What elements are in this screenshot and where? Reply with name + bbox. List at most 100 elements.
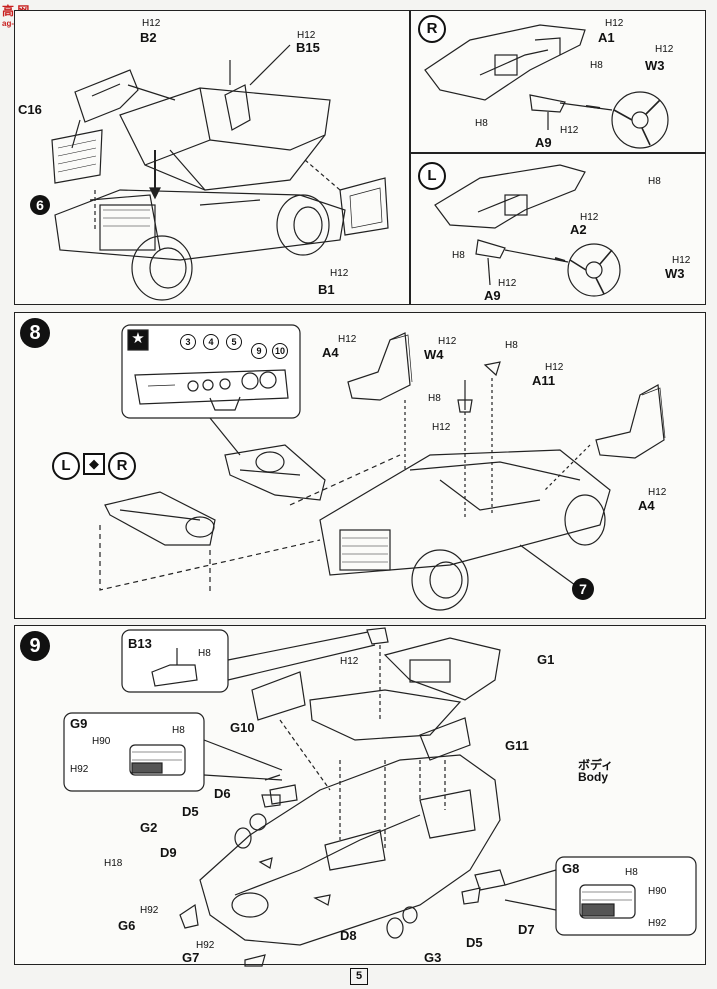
label-g6: G6 (118, 918, 136, 933)
seat-a4-left (347, 332, 411, 401)
label-a4-left: A4 (322, 345, 339, 360)
label-w3-l: W3 (665, 266, 685, 281)
chassis-step8 (319, 449, 611, 576)
step7-ref-circle: 7 (572, 578, 594, 600)
steering-wheel-w3-r (611, 91, 669, 149)
step8-number: 8 (20, 318, 50, 348)
paint-h12-a1: H12 (605, 18, 624, 29)
paint-h12-a11: H12 (545, 362, 564, 373)
paint-h8-a2: H8 (648, 176, 661, 187)
label-g2: G2 (140, 820, 158, 835)
part-g2 (234, 827, 252, 849)
paint-h8-b13: H8 (198, 648, 211, 659)
step9-number: 9 (20, 631, 50, 661)
star-badge (127, 329, 149, 351)
paint-h12-w4-b: H12 (432, 422, 451, 433)
part-g8 (474, 869, 506, 891)
label-d6: D6 (214, 786, 231, 801)
label-g7: G7 (182, 950, 200, 965)
part-d5-bottom (402, 906, 418, 924)
paint-h12-b1: H12 (330, 268, 349, 279)
star-glyph: ★ (131, 330, 145, 347)
label-g8: G8 (562, 861, 580, 876)
engine-block (99, 204, 156, 251)
step6-ref-circle: 6 (30, 195, 50, 215)
paint-h8-g8: H8 (625, 867, 638, 878)
paint-h12-mirror: H12 (340, 656, 359, 667)
part-g3 (386, 917, 404, 939)
dashboard-a2-l (434, 164, 586, 229)
label-g1: G1 (537, 652, 555, 667)
paint-h8-column-l: H8 (452, 250, 465, 261)
dashboard-a1-r (424, 24, 586, 101)
part-d6 (261, 794, 281, 808)
front-wheel-step8 (411, 549, 469, 611)
column-a9-r (529, 94, 566, 113)
gauge-5: 5 (226, 334, 242, 350)
front-wheel (131, 235, 193, 301)
panel-left-hand-drive (410, 153, 706, 305)
paint-h8-dash-r: H8 (475, 118, 488, 129)
label-d5-top: D5 (182, 804, 199, 819)
glass-g10 (251, 671, 306, 721)
radiator-c16 (51, 129, 103, 184)
label-body-en: Body (578, 770, 608, 784)
column-a9-l (475, 239, 506, 259)
paint-h12-b2: H12 (142, 18, 161, 29)
part-g9 (269, 784, 298, 805)
dashboard-l-step8 (104, 491, 216, 546)
gauge-4: 4 (203, 334, 219, 350)
label-w4: W4 (424, 347, 444, 362)
leader-b2 (127, 84, 176, 101)
part-d9 (258, 857, 273, 869)
label-b13: B13 (128, 636, 152, 651)
side-l-badge-step8: L (52, 452, 80, 480)
steering-wheel-w3-l (567, 243, 621, 297)
watermark-char-1: 高 (2, 4, 15, 18)
paint-h90-g9: H90 (92, 736, 111, 747)
hood-g1 (383, 637, 501, 701)
paint-h12-w3-r: H12 (655, 44, 674, 55)
paint-h12-w3-l: H12 (672, 255, 691, 266)
label-d9: D9 (160, 845, 177, 860)
door-panel-b2 (74, 69, 139, 123)
paint-h8-w4: H8 (428, 393, 441, 404)
chassis-frame (54, 189, 346, 261)
paint-h18: H18 (104, 858, 123, 869)
label-c16: C16 (18, 102, 42, 117)
paint-h12-a9-r: H12 (560, 125, 579, 136)
label-a4-right: A4 (638, 498, 655, 513)
handbrake-a11 (483, 361, 501, 377)
paint-h92-g6: H92 (140, 905, 159, 916)
label-a9-l: A9 (484, 288, 501, 303)
label-d7: D7 (518, 922, 535, 937)
car-body (199, 754, 501, 946)
paint-h12-a4-right: H12 (648, 487, 667, 498)
b13-callout (121, 629, 229, 693)
page-number: 5 (350, 968, 368, 985)
label-w3-r: W3 (645, 58, 665, 73)
paint-h12-w4: H12 (438, 336, 457, 347)
label-a1-r: A1 (598, 30, 615, 45)
label-g10: G10 (230, 720, 255, 735)
label-b15: B15 (296, 40, 320, 55)
paint-h12-b15: H12 (297, 30, 316, 41)
interior-tub-b15 (119, 87, 331, 191)
rear-wheel-step8 (564, 494, 606, 546)
side-l-badge: L (418, 162, 446, 190)
side-r-badge: R (418, 15, 446, 43)
label-d5-bottom: D5 (466, 935, 483, 950)
part-g7 (244, 954, 266, 967)
swap-arrow-icon: ◆ (83, 453, 105, 475)
label-a11: A11 (532, 373, 556, 388)
gauge-3: 3 (180, 334, 196, 350)
paint-h8-a11: H8 (505, 340, 518, 351)
label-d8: D8 (340, 928, 357, 943)
part-d7 (461, 887, 481, 905)
paint-h92-g8: H92 (648, 918, 667, 929)
paint-h92-g9: H92 (70, 764, 89, 775)
part-d5-top (249, 813, 267, 831)
label-b2: B2 (140, 30, 157, 45)
label-g3: G3 (424, 950, 442, 965)
